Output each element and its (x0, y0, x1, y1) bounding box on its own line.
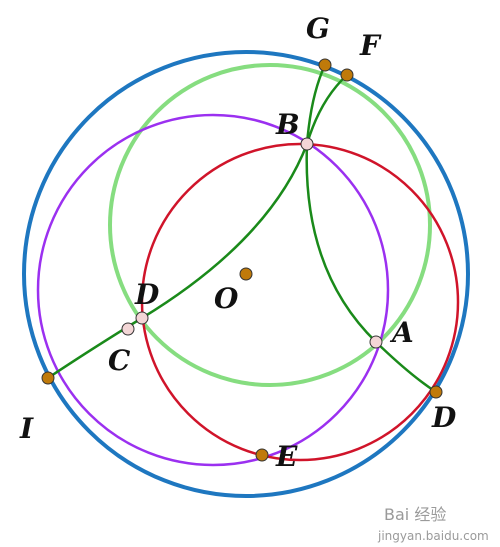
label-d-left: D (134, 278, 160, 311)
point-c (121, 322, 135, 336)
green-circle (108, 63, 432, 387)
purple-circle (36, 113, 390, 467)
point-g (318, 58, 332, 72)
outer-circle (22, 50, 470, 498)
arc-b-to-g (305, 64, 327, 145)
label-e: E (275, 440, 298, 473)
watermark-sub: jingyan.baidu.com (377, 529, 489, 543)
label-i: I (19, 412, 34, 445)
point-b (300, 137, 314, 151)
point-i (41, 371, 55, 385)
label-g: G (306, 12, 330, 45)
red-circle (140, 142, 460, 462)
point-o (239, 267, 253, 281)
point-f (340, 68, 354, 82)
point-d-right (429, 385, 443, 399)
label-o: O (214, 282, 239, 315)
arc-b-to-f (305, 74, 348, 145)
point-e (255, 448, 269, 462)
label-b: B (275, 108, 300, 141)
arc-b-to-a-to-d (305, 143, 437, 394)
point-d-left (135, 311, 149, 325)
arc-b-to-d-to-i (47, 143, 309, 380)
label-d-right: D (431, 401, 457, 434)
label-a: A (389, 316, 414, 349)
label-c: C (108, 344, 131, 377)
watermark-text: Bai 经验 (384, 505, 446, 524)
point-a (369, 335, 383, 349)
label-f: F (359, 29, 382, 62)
